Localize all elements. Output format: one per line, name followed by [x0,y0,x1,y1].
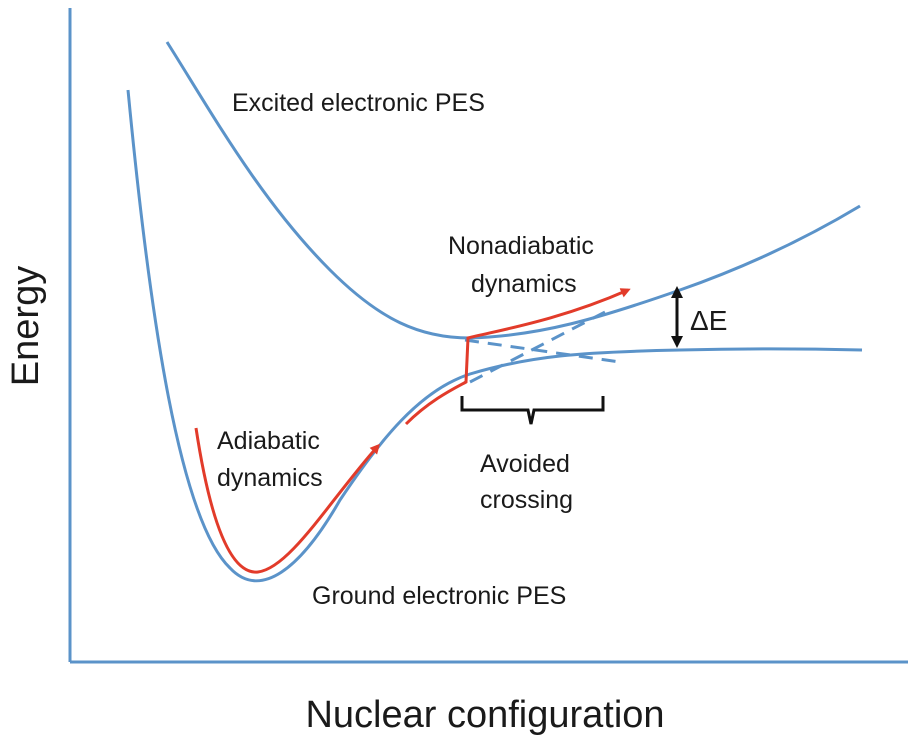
ground-pes-label: Ground electronic PES [312,582,566,610]
nonadiabatic-label-line2: dynamics [471,270,577,298]
ground-pes-curve [126,89,863,583]
x-axis-title: Nuclear configuration [305,694,664,736]
nonadiabatic-trajectory-arrow [404,288,631,426]
adiabatic-label-line2: dynamics [217,464,323,492]
avoided-crossing-brace [460,396,605,425]
excited-pes-label: Excited electronic PES [232,89,485,117]
adiabatic-trajectory-arrow [194,427,380,574]
diabatic-dashed-line-down [464,338,621,364]
diabatic-dashed-line-up [469,310,606,384]
avoided-label-line2: crossing [480,486,573,514]
adiabatic-label-line1: Adiabatic [217,427,320,455]
y-axis-title: Energy [5,266,47,386]
nonadiabatic-label-line1: Nonadiabatic [448,232,594,260]
avoided-label-line1: Avoided [480,450,570,478]
delta-e-label: ΔE [690,305,727,336]
